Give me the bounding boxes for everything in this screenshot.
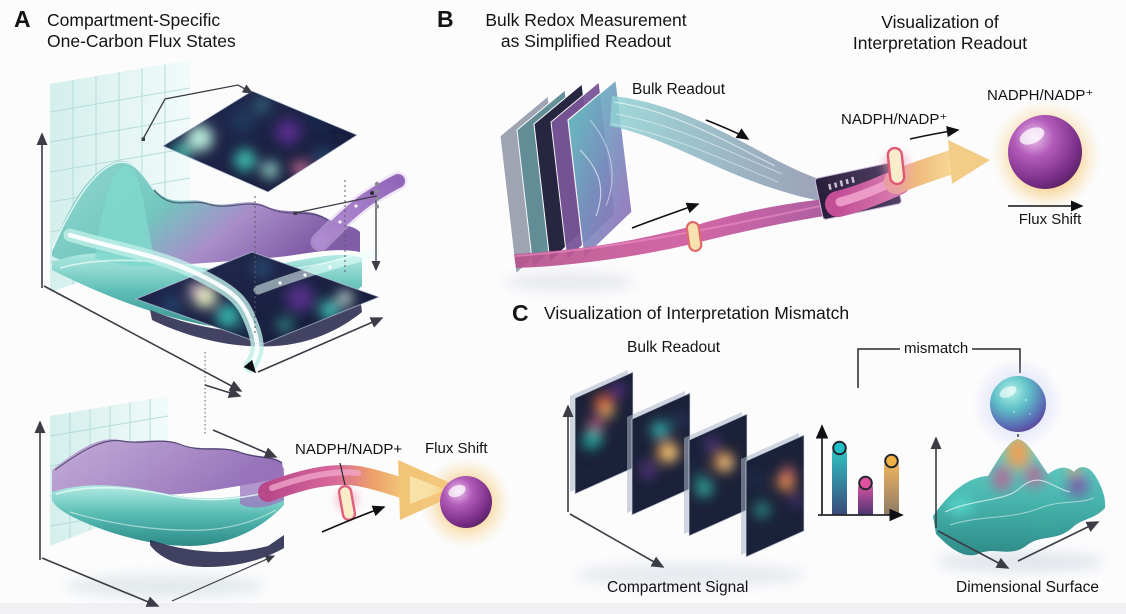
panel-a-title-line1: Compartment-Specific <box>47 10 221 30</box>
mini-bar-marker <box>858 475 873 491</box>
panel-a-flux-shift-label: Flux Shift <box>425 440 488 457</box>
panel-c-title: Visualization of Interpretation Mismatch <box>544 303 850 323</box>
mini-bar-axes <box>815 424 904 522</box>
capsule-b-lower <box>685 220 703 253</box>
panel-b-sphere-nadph-label: NADPH/NADP⁺ <box>987 87 1094 104</box>
axes-top <box>36 132 384 392</box>
mini-bar-chart <box>832 440 899 515</box>
flow-arrows-b <box>631 119 960 229</box>
ellipsis-dots <box>374 181 380 209</box>
mini-bar-marker <box>884 453 899 469</box>
panel-b-title-line2: as Simplified Readout <box>500 31 672 51</box>
panel-b-letter: B <box>437 6 454 32</box>
panel-c-scene <box>562 348 1106 569</box>
panel-a-top-scene <box>36 60 408 434</box>
heatmap-upper <box>161 90 359 193</box>
panel-b-bulk-readout-label: Bulk Readout <box>632 81 726 98</box>
slab-axes <box>562 404 665 568</box>
connectors-top <box>141 84 381 434</box>
flow-ribbons-top <box>63 171 408 374</box>
panel-a-nadph-label: NADPH/NADP+ <box>295 441 403 458</box>
sphere-b <box>990 99 1102 211</box>
mini-bar <box>884 460 899 515</box>
flux-surface-bottom <box>52 439 284 568</box>
mini-bar <box>858 482 873 515</box>
capsule-b-upper <box>886 146 906 186</box>
bottom-edge-strip <box>0 603 1126 614</box>
merged-arrow-b <box>685 140 990 253</box>
panel-a-title-line2: One-Carbon Flux States <box>47 31 236 51</box>
panel-a-bottom-scene <box>34 384 512 607</box>
panel-c-letter: C <box>512 300 529 326</box>
panel-b-readout-title-line1: Visualization of <box>881 12 999 32</box>
mini-bar-marker <box>832 440 847 456</box>
streams <box>514 96 868 268</box>
panel-a-letter: A <box>14 6 31 32</box>
dimensional-surface <box>933 439 1106 556</box>
slab-stack <box>570 370 805 558</box>
panel-c-dimensional-surface-label: Dimensional Surface <box>956 579 1100 596</box>
surface-axes <box>930 436 1100 569</box>
panel-c-compartment-signal-label: Compartment Signal <box>607 579 749 596</box>
panel-b-title: Bulk Redox Measurement as Simplified Rea… <box>455 10 717 52</box>
panel-b-flow-nadph-label: NADPH/NADP⁺ <box>841 111 948 128</box>
panel-b-readout-title: Visualization of Interpretation Readout <box>800 12 1080 54</box>
ambient-shadows <box>65 272 1105 598</box>
panel-b-title-line1: Bulk Redox Measurement <box>485 10 687 30</box>
panel-b-scene <box>499 78 1102 276</box>
axes-bottom <box>34 384 278 607</box>
sphere-c <box>972 358 1064 450</box>
mini-bar <box>832 447 847 515</box>
panel-b-readout-title-line2: Interpretation Readout <box>852 33 1028 53</box>
panel-c-mismatch-label: mismatch <box>904 340 969 357</box>
panel-c-bulk-readout-label: Bulk Readout <box>627 339 721 356</box>
sphere-a <box>420 457 512 549</box>
panel-b-flux-shift-label: Flux Shift <box>1018 211 1082 228</box>
